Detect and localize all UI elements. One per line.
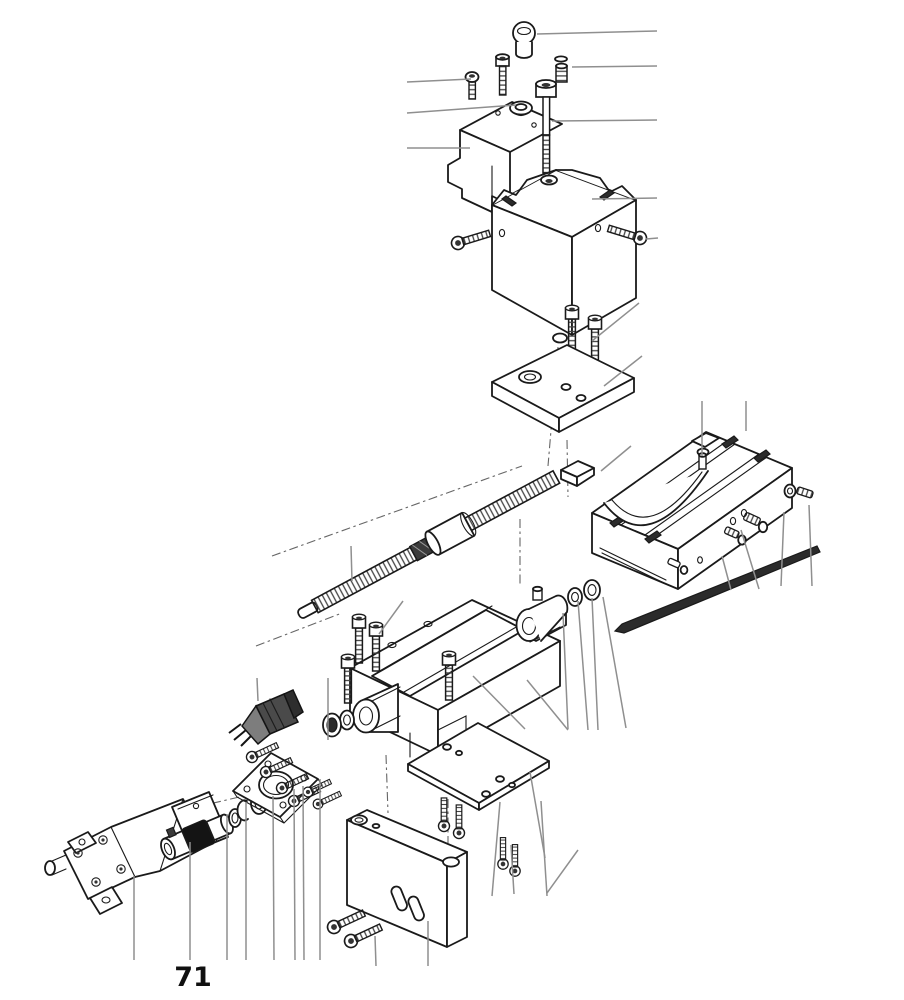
stepper-motor (44, 791, 229, 915)
bearing-block (515, 585, 569, 643)
swivel-base (591, 431, 793, 590)
gib-key (560, 460, 595, 487)
clamp-block (447, 101, 563, 213)
cover-plate (407, 722, 550, 811)
leadscrew (297, 469, 561, 619)
callout-lines (133, 30, 813, 967)
cap-screw-small (464, 71, 480, 100)
long-socket-bolt (535, 79, 557, 174)
cap-knob (512, 21, 536, 59)
adapter-plate (491, 344, 635, 433)
clamp-top-washer (509, 100, 533, 117)
gib-adjust-screws (667, 512, 769, 575)
end-screw-washer (783, 483, 814, 499)
mount-block (346, 809, 468, 948)
thrust-washers-right (567, 579, 601, 607)
power-connector (228, 689, 304, 747)
tool-block (491, 169, 637, 344)
figure-label: 71 (174, 962, 212, 993)
bearing-boss (352, 683, 401, 734)
cap-screw (495, 53, 510, 96)
grub-screw (554, 55, 568, 83)
gib-rod (613, 545, 821, 634)
